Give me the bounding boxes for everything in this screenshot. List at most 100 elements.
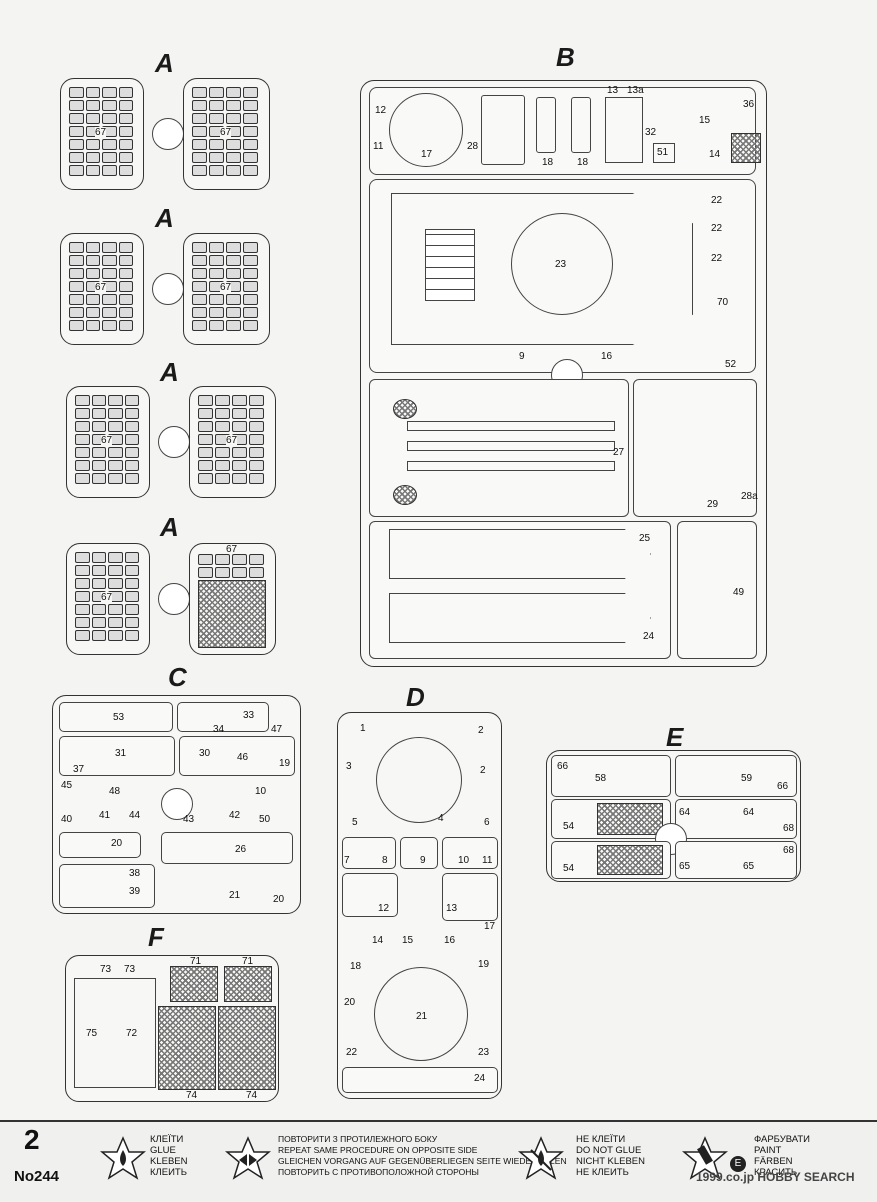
track-links [75, 552, 139, 641]
part-number: 11 [482, 855, 493, 866]
sprue-label-a2: A [155, 203, 174, 233]
part-cell [675, 755, 797, 797]
sprue-label-c: C [168, 662, 187, 692]
part-number: 1 [360, 723, 366, 734]
track-links [75, 395, 139, 484]
part-number: 13a [627, 85, 644, 96]
part-number: 27 [613, 447, 625, 458]
part-number: 73 [100, 964, 112, 975]
part-cell [161, 832, 293, 864]
part-number: 20 [344, 997, 356, 1008]
part-number: 6 [484, 817, 490, 828]
sprue-a1-right-frame: 67 [183, 78, 270, 190]
part-number: 67 [226, 544, 238, 555]
part-number: 3 [346, 761, 352, 772]
sprue-a2-right-frame: 67 [183, 233, 270, 345]
sprue-b-frame: 12 11 17 28 18 18 13 13a 32 51 15 14 36 … [360, 80, 767, 667]
part-number: 66 [557, 761, 569, 772]
engine-deck-grille [425, 229, 475, 301]
sprue-a4-right-frame: 67 [189, 543, 276, 655]
part-number: 18 [350, 961, 362, 972]
part-cell [442, 873, 498, 921]
part-number: 10 [458, 855, 470, 866]
part-number: 67 [95, 282, 107, 293]
part-number: 65 [679, 861, 691, 872]
part-number: 67 [226, 435, 238, 446]
legend-no-glue: НЕ КЛЕЇТИ DO NOT GLUE NICHT KLEBEN НЕ КЛ… [576, 1134, 645, 1178]
part-number: 31 [115, 748, 127, 759]
legend-paint-ru: КРАСИТЬ [754, 1167, 798, 1178]
no-glue-icon [518, 1136, 564, 1180]
part-number: 66 [777, 781, 789, 792]
part-cell [675, 799, 797, 839]
track-link-grid [198, 580, 266, 648]
turret-ring [511, 213, 613, 315]
hull-side-plates [369, 521, 671, 659]
part-number: 5 [352, 817, 358, 828]
sprue-f-frame: 73 73 71 71 75 72 74 74 [65, 955, 279, 1102]
legend-paint-ua: ФАРБУВАТИ [754, 1134, 810, 1145]
photo-etch-grille [224, 966, 272, 1002]
page-number: 2 [24, 1124, 40, 1155]
part-number: 23 [555, 259, 567, 270]
sprue-label-a3: A [160, 357, 179, 387]
hull-vent [393, 399, 417, 419]
part-box [481, 95, 525, 165]
part-number: 74 [186, 1090, 198, 1101]
kit-number: No244 [14, 1168, 60, 1185]
part-number: 4 [438, 813, 444, 824]
part-number: 9 [519, 351, 525, 362]
part-number: 23 [478, 1047, 490, 1058]
part-number: 49 [733, 587, 745, 598]
sprue-a3-right-frame: 67 [189, 386, 276, 498]
part-cell [59, 736, 175, 776]
part-number: 22 [711, 223, 723, 234]
sprue-d-frame: 1 2 3 2 5 4 6 7 8 9 10 11 12 13 14 15 16… [337, 712, 502, 1099]
part-cell [675, 841, 797, 879]
part-number: 68 [783, 823, 795, 834]
part-number: 50 [259, 814, 271, 825]
part-disc [389, 93, 463, 167]
rear-plate [677, 521, 757, 659]
hull-rail [407, 421, 615, 431]
part-cell [342, 873, 398, 917]
part-number: 12 [378, 903, 390, 914]
part-number: 38 [129, 868, 141, 879]
part-number: 41 [99, 810, 111, 821]
turret-ring-part [374, 967, 468, 1061]
part-block [653, 143, 675, 163]
part-cell [59, 832, 141, 858]
hull-rail [407, 441, 615, 451]
part-number: 13 [446, 903, 458, 914]
sprue-gate [152, 118, 184, 150]
photo-etch-mesh [218, 1006, 276, 1090]
part-number: 15 [699, 115, 711, 126]
part-cell [400, 837, 438, 869]
part-number: 44 [129, 810, 141, 821]
legend-glue-de: KLEBEN [150, 1156, 188, 1167]
legend-paint-en: PAINT [754, 1145, 782, 1156]
part-rod [571, 97, 591, 153]
part-number: 72 [126, 1028, 138, 1039]
part-number: 48 [109, 786, 121, 797]
legend-repeat-ua: ПОВТОРИТИ З ПРОТИЛЕЖНОГО БОКУ [278, 1134, 438, 1144]
part-number: 29 [707, 499, 719, 510]
part-cell [342, 837, 396, 869]
legend-bar: 2 No244 КЛЕЇТИ GLUE KLEBEN КЛЕИТЬ ПОВТОР… [0, 1120, 877, 1202]
part-number: 30 [199, 748, 211, 759]
hull-deck [391, 193, 693, 345]
part-number: 67 [101, 592, 113, 603]
part-number: 32 [645, 127, 657, 138]
part-number: 75 [86, 1028, 98, 1039]
part-number: 19 [279, 758, 291, 769]
part-panel [605, 97, 643, 163]
part-number: 7 [344, 855, 350, 866]
part-number: 13 [607, 85, 619, 96]
glue-icon [100, 1136, 146, 1180]
legend-glue: КЛЕЇТИ GLUE KLEBEN КЛЕИТЬ [150, 1134, 188, 1178]
legend-glue-ua: КЛЕЇТИ [150, 1134, 184, 1145]
track-links [198, 395, 264, 484]
sprue-a1-left-frame: 67 [60, 78, 144, 190]
track-links [198, 554, 264, 578]
part-number: 71 [242, 956, 254, 967]
